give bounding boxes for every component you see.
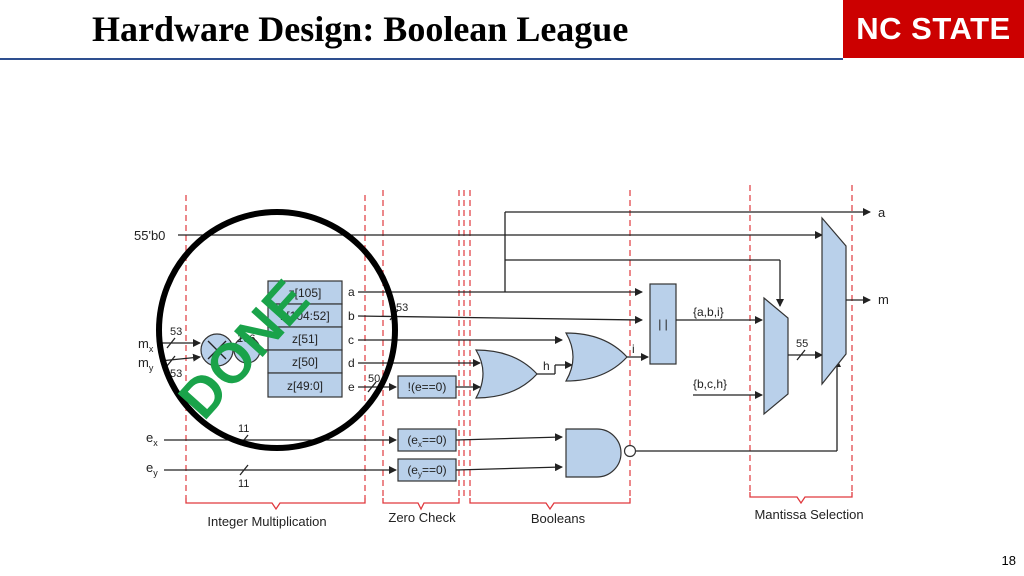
section-label-mantissa-selection: Mantissa Selection bbox=[754, 507, 863, 522]
mux-width: 55 bbox=[796, 338, 808, 350]
wire-b bbox=[357, 315, 643, 324]
z-slice-50: z[50] bbox=[292, 355, 318, 369]
output-m-label: m bbox=[878, 292, 889, 307]
signal-c-label: c bbox=[348, 333, 354, 347]
my-label: my bbox=[138, 355, 154, 373]
signal-a-label: a bbox=[348, 285, 355, 299]
concat-block bbox=[649, 283, 677, 365]
concat-label: | | bbox=[658, 317, 668, 331]
big-mux bbox=[821, 216, 847, 386]
my-wire bbox=[159, 353, 201, 362]
signal-h-label: h bbox=[543, 359, 550, 373]
output-a-label: a bbox=[878, 205, 886, 220]
ex-width: 11 bbox=[238, 423, 249, 435]
nc-state-logo: NC STATE bbox=[843, 0, 1024, 58]
b-width: 53 bbox=[396, 302, 408, 314]
small-mux bbox=[763, 296, 789, 416]
z-slice-104-52: z[104:52] bbox=[280, 309, 329, 323]
ex-label: ex bbox=[146, 430, 158, 448]
or-gate-h bbox=[474, 349, 538, 399]
signal-e-label: e bbox=[348, 380, 355, 394]
signal-d-label: d bbox=[348, 356, 355, 370]
slide-title: Hardware Design: Boolean League bbox=[92, 9, 629, 49]
mux-input-bch: {b,c,h} bbox=[693, 377, 727, 391]
my-width: 53 bbox=[170, 368, 182, 380]
const-input-label: 55'b0 bbox=[134, 228, 165, 243]
ey-label: ey bbox=[146, 460, 158, 478]
e-width: 50 bbox=[368, 373, 380, 385]
title-underline bbox=[0, 58, 843, 60]
ey-width: 11 bbox=[238, 478, 249, 490]
section-label-integer-multiplication: Integer Multiplication bbox=[207, 514, 326, 529]
page-number: 18 bbox=[1001, 553, 1016, 568]
highlight-circle bbox=[156, 209, 398, 451]
z-slice-105: z[105] bbox=[289, 286, 322, 300]
mx-label: mx bbox=[138, 336, 154, 354]
not-e-zero-label: !(e==0) bbox=[408, 380, 447, 394]
z-slice-49-0: z[49:0] bbox=[287, 379, 323, 393]
ey-zero-label: (ey==0) bbox=[407, 463, 446, 479]
nand-gate bbox=[565, 428, 622, 478]
mx-width: 53 bbox=[170, 326, 182, 338]
signal-i-label: i bbox=[632, 342, 635, 356]
ex-zero-label: (ex==0) bbox=[407, 433, 446, 449]
section-label-zero-check: Zero Check bbox=[388, 510, 456, 525]
or-gate-i bbox=[564, 332, 628, 382]
mux-input-abi: {a,b,i} bbox=[693, 305, 724, 319]
z-slices: z[105] z[104:52] z[51] z[50] z[49:0] bbox=[267, 280, 343, 398]
nand-bubble bbox=[623, 444, 637, 458]
product-width: 106 bbox=[237, 333, 255, 345]
z-slice-51: z[51] bbox=[292, 332, 318, 346]
section-braces bbox=[185, 492, 853, 511]
section-label-booleans: Booleans bbox=[531, 511, 586, 526]
section-dividers bbox=[185, 185, 853, 498]
signal-b-label: b bbox=[348, 309, 355, 323]
